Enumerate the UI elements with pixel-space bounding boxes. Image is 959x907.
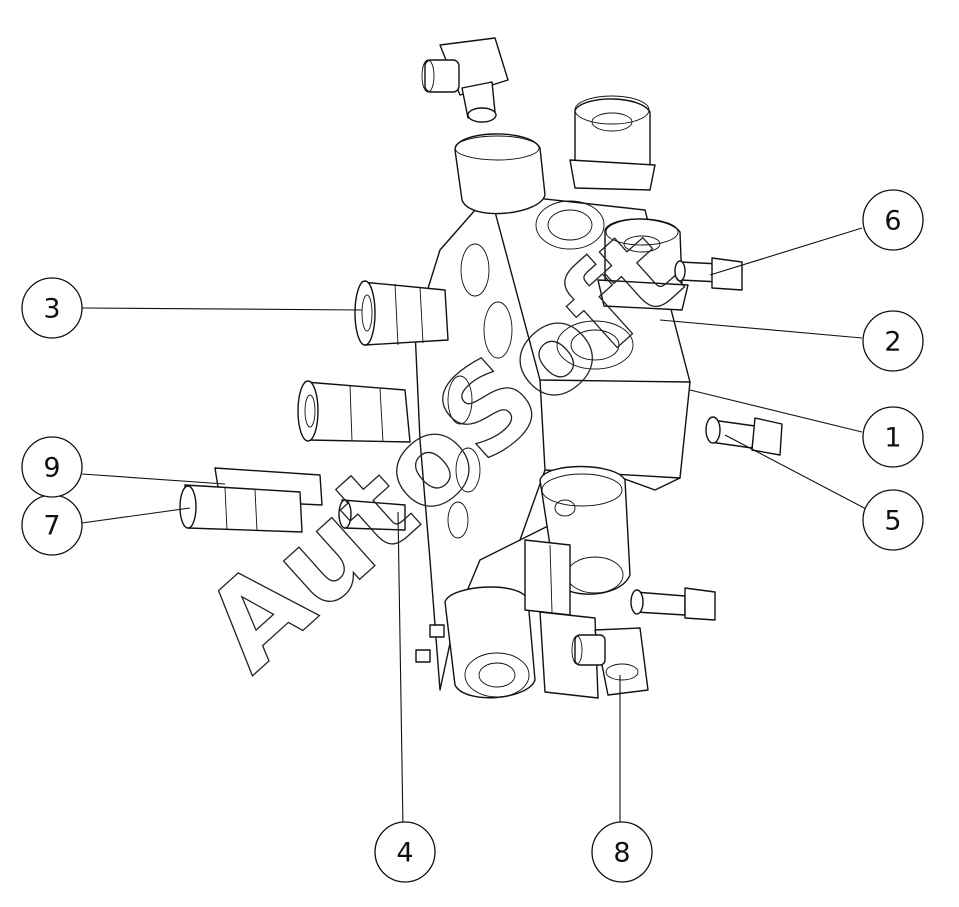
leader-lines bbox=[81, 227, 869, 829]
top-solenoid bbox=[454, 133, 546, 215]
valve-block-body bbox=[414, 192, 691, 691]
callout-8-label: 8 bbox=[613, 838, 630, 869]
left-lower-fitting bbox=[297, 380, 411, 443]
callout-9-label: 9 bbox=[43, 453, 60, 484]
callout-2: 2 bbox=[862, 310, 924, 372]
callout-8: 8 bbox=[591, 821, 653, 883]
right-port-fitting bbox=[597, 218, 689, 311]
bolt-middle bbox=[705, 416, 783, 456]
top-elbow-fitting bbox=[421, 37, 509, 123]
callout-9: 9 bbox=[21, 436, 83, 498]
lower-hex-stack bbox=[524, 539, 599, 699]
callout-3-label: 3 bbox=[43, 294, 60, 325]
upper-right-fitting bbox=[569, 95, 656, 191]
callout-7: 7 bbox=[21, 494, 83, 556]
callout-2-label: 2 bbox=[884, 327, 901, 358]
bolt-lower bbox=[630, 587, 716, 621]
callout-4-label: 4 bbox=[396, 838, 413, 869]
callout-6-label: 6 bbox=[884, 206, 901, 237]
bolt-upper bbox=[674, 257, 743, 291]
lower-elbow-fitting bbox=[571, 627, 649, 696]
callout-7-label: 7 bbox=[43, 511, 60, 542]
callout-4: 4 bbox=[374, 821, 436, 883]
valve-assembly-drawing bbox=[179, 37, 783, 699]
callout-5: 5 bbox=[862, 489, 924, 551]
lower-coil bbox=[415, 586, 536, 699]
nipple-fitting bbox=[338, 499, 406, 531]
callout-6: 6 bbox=[862, 189, 924, 251]
far-left-adapter bbox=[179, 467, 323, 533]
left-upper-fitting bbox=[354, 280, 449, 346]
callout-1: 1 bbox=[862, 406, 924, 468]
callout-1-label: 1 bbox=[884, 423, 901, 454]
callout-5-label: 5 bbox=[884, 506, 901, 537]
callout-3: 3 bbox=[21, 277, 83, 339]
